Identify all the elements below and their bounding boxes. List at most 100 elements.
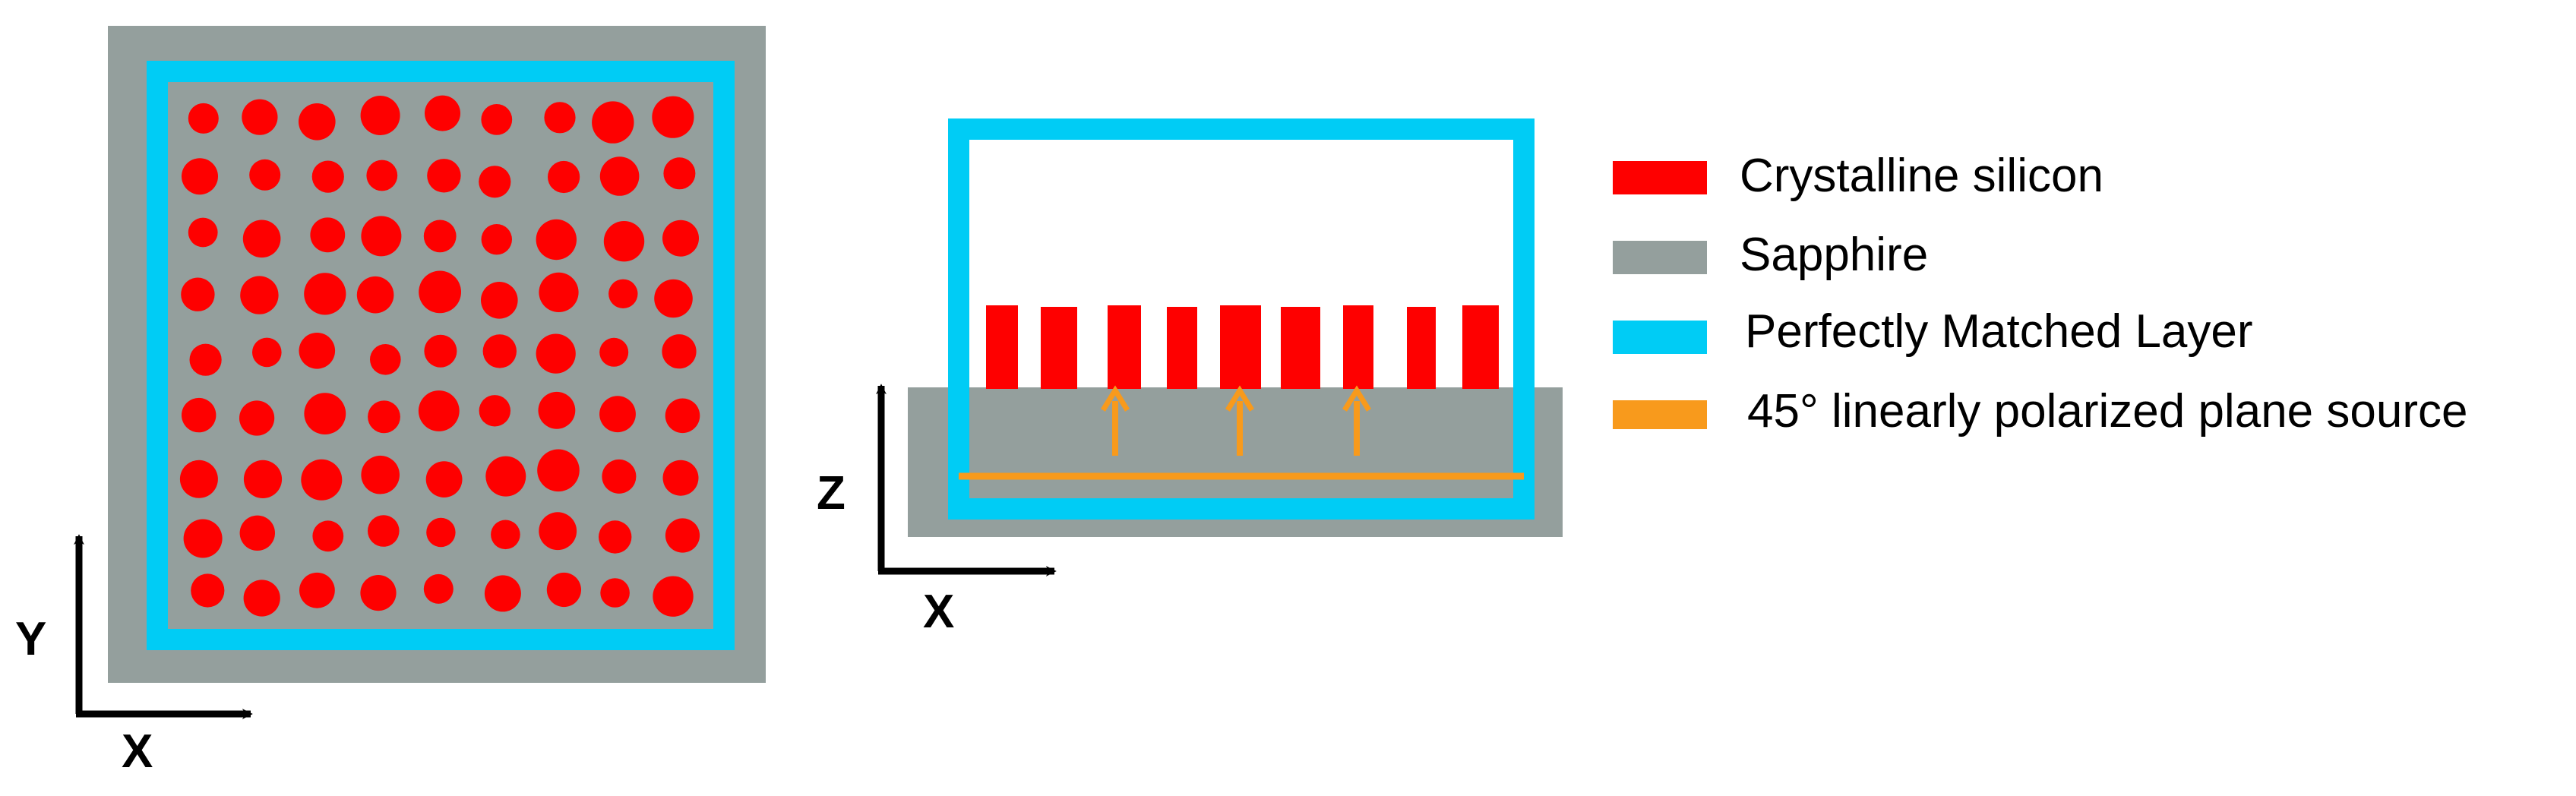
silicon-particle <box>599 337 629 367</box>
legend-item-sapphire: Sapphire <box>1613 229 1928 281</box>
silicon-particle <box>242 220 281 258</box>
silicon-pillar <box>1462 305 1499 389</box>
top-view-x-axis-label: X <box>122 725 153 778</box>
silicon-particle <box>356 276 394 314</box>
silicon-particle <box>426 517 456 548</box>
silicon-pillar <box>986 305 1018 389</box>
legend-swatch-sapphire <box>1613 241 1707 274</box>
legend-label-sapphire: Sapphire <box>1740 229 1928 281</box>
silicon-particle <box>665 518 700 553</box>
silicon-pillar <box>1108 305 1141 389</box>
legend-swatch-silicon <box>1613 161 1707 194</box>
silicon-particle <box>599 156 640 196</box>
silicon-particle <box>182 397 217 433</box>
silicon-particle <box>182 158 218 195</box>
legend-item-plane-source: 45° linearly polarized plane source <box>1613 385 2467 437</box>
silicon-particle <box>183 519 223 558</box>
silicon-particle <box>360 96 400 135</box>
silicon-particle <box>539 272 579 312</box>
source-arrow <box>1101 385 1130 456</box>
silicon-particle <box>425 461 463 498</box>
silicon-particle <box>368 515 400 547</box>
silicon-particle <box>423 573 454 604</box>
silicon-particle <box>484 575 521 612</box>
silicon-particle <box>662 334 697 369</box>
silicon-particle <box>188 103 219 134</box>
silicon-particle <box>600 578 630 608</box>
silicon-particle <box>603 221 645 262</box>
silicon-particle <box>312 520 344 552</box>
source-arrow <box>1225 385 1254 456</box>
silicon-pillar <box>1407 307 1436 389</box>
top-view: Y X <box>15 26 766 778</box>
silicon-particle <box>485 456 526 497</box>
silicon-particle <box>311 160 344 193</box>
side-view-silicon-pillars <box>986 305 1499 389</box>
silicon-particle <box>536 219 577 261</box>
silicon-particle <box>548 160 580 194</box>
silicon-particle <box>479 395 510 427</box>
silicon-particle <box>239 400 275 436</box>
silicon-particle <box>665 398 700 434</box>
silicon-particle <box>482 334 517 368</box>
silicon-particle <box>301 459 343 501</box>
silicon-particle <box>370 344 401 375</box>
source-arrow <box>1342 385 1371 456</box>
silicon-pillar <box>1167 307 1197 389</box>
plane-source-arrows <box>1101 385 1371 456</box>
silicon-particle <box>424 334 457 368</box>
legend-item-pml: Perfectly Matched Layer <box>1613 305 2253 358</box>
silicon-particle <box>536 333 576 374</box>
silicon-particle <box>538 391 576 429</box>
silicon-pillar <box>1343 305 1373 389</box>
top-view-pml-boundary <box>147 61 735 650</box>
silicon-particle <box>366 160 398 191</box>
silicon-particle <box>360 575 397 611</box>
silicon-particle <box>361 455 400 494</box>
top-view-y-axis-label: Y <box>15 613 46 665</box>
silicon-particle <box>481 224 512 255</box>
silicon-particle <box>427 159 461 193</box>
side-view-x-axis-label: X <box>923 586 954 638</box>
silicon-particle <box>599 396 636 433</box>
silicon-particle <box>240 276 279 314</box>
silicon-particle <box>654 279 693 318</box>
side-view-pml-boundary <box>948 118 1535 520</box>
legend-swatch-source <box>1613 400 1707 429</box>
legend-item-crystalline-silicon: Crystalline silicon <box>1613 150 2103 202</box>
silicon-particle <box>546 572 582 608</box>
side-view: Z X <box>817 118 1563 638</box>
silicon-particle <box>299 572 335 608</box>
legend-label-plane-source: 45° linearly polarized plane source <box>1747 385 2467 437</box>
silicon-particle <box>242 99 278 135</box>
silicon-particle <box>243 460 283 499</box>
silicon-pillar <box>1281 307 1320 389</box>
legend-swatch-pml <box>1613 321 1707 354</box>
silicon-particle <box>252 337 282 368</box>
silicon-particle <box>188 217 218 248</box>
silicon-particle <box>662 460 699 496</box>
silicon-particle <box>479 166 511 198</box>
silicon-particle <box>592 101 634 144</box>
silicon-particle <box>602 459 637 494</box>
silicon-particle <box>304 393 346 434</box>
silicon-particle <box>304 273 346 315</box>
silicon-particle <box>243 580 280 617</box>
silicon-pillar <box>1041 307 1077 389</box>
silicon-particle <box>539 512 577 551</box>
silicon-particle <box>653 576 694 617</box>
silicon-particle <box>652 96 694 138</box>
silicon-particle <box>179 460 218 498</box>
silicon-particle <box>662 220 699 257</box>
silicon-particle <box>361 216 402 257</box>
silicon-particle <box>191 573 225 608</box>
silicon-particle <box>249 159 281 191</box>
silicon-particle <box>599 520 632 554</box>
legend-label-pml: Perfectly Matched Layer <box>1745 305 2253 358</box>
silicon-particle <box>181 277 215 311</box>
silicon-particle <box>491 520 520 550</box>
legend-label-crystalline-silicon: Crystalline silicon <box>1740 150 2103 202</box>
silicon-particle <box>663 157 696 190</box>
silicon-particle <box>544 102 576 134</box>
